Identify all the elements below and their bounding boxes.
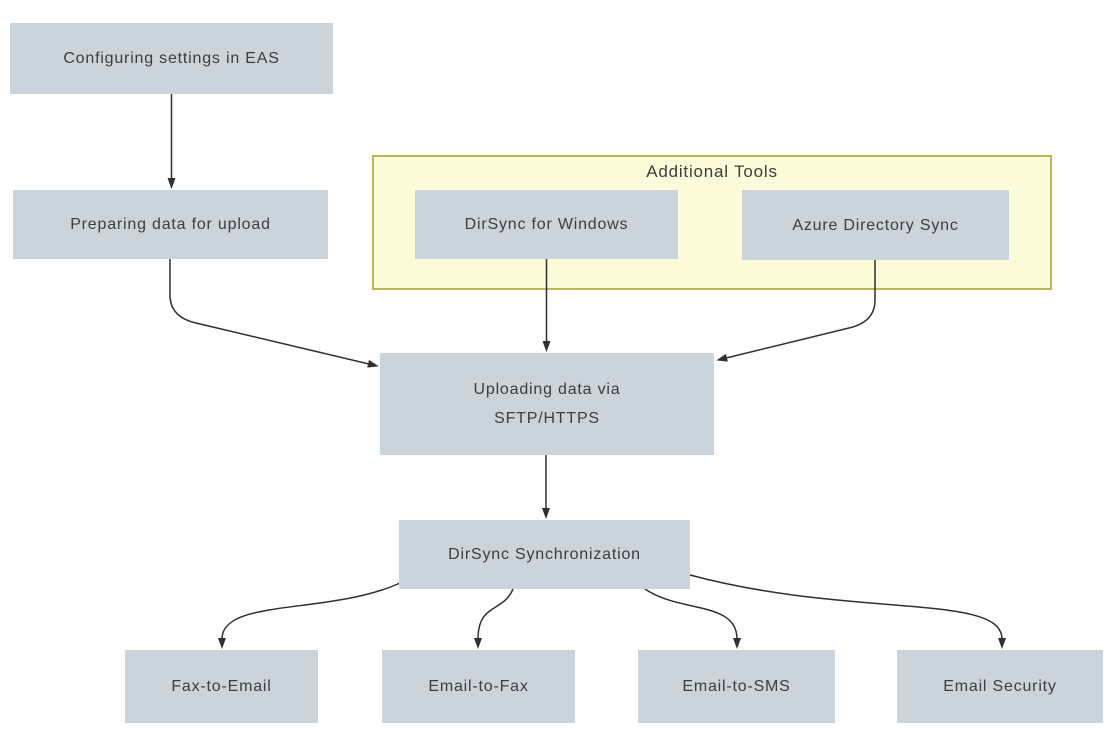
node-label: Email-to-Fax xyxy=(428,678,529,695)
node-azure-directory-sync: Azure Directory Sync xyxy=(742,190,1009,260)
node-preparing-data-for-upload: Preparing data for upload xyxy=(13,190,328,259)
node-label: Email Security xyxy=(943,678,1057,695)
node-label: DirSync for Windows xyxy=(464,216,629,233)
node-fax-to-email: Fax-to-Email xyxy=(125,650,318,723)
connector-preparing-to-uploading xyxy=(169,259,379,368)
node-email-to-sms: Email-to-SMS xyxy=(638,650,835,723)
node-label-line-2: SFTP/HTTPS xyxy=(494,410,600,427)
node-email-security: Email Security xyxy=(897,650,1103,723)
connector-dirsync-sync-to-email-security xyxy=(689,574,1006,649)
node-email-to-fax: Email-to-Fax xyxy=(382,650,575,723)
node-dirsync-for-windows: DirSync for Windows xyxy=(415,190,678,259)
node-label: Preparing data for upload xyxy=(70,216,271,233)
node-uploading-data-via-sftp-https: Uploading data via SFTP/HTTPS xyxy=(380,353,714,455)
node-label: Azure Directory Sync xyxy=(792,216,959,234)
connector-dirsync-sync-to-email-to-sms xyxy=(644,588,741,649)
connector-dirsync-sync-to-fax-to-email xyxy=(218,582,401,649)
node-label: Email-to-SMS xyxy=(682,678,791,695)
node-label-line-1: Uploading data via xyxy=(473,381,621,398)
node-label: Configuring settings in EAS xyxy=(63,50,280,67)
additional-tools-label: Additional Tools xyxy=(646,162,778,181)
node-dirsync-synchronization: DirSync Synchronization xyxy=(399,520,690,589)
node-label: Fax-to-Email xyxy=(171,678,272,695)
connector-dirsync-sync-to-email-to-fax xyxy=(474,588,514,649)
node-configuring-settings-in-eas: Configuring settings in EAS xyxy=(10,23,333,94)
node-label: DirSync Synchronization xyxy=(448,546,641,563)
